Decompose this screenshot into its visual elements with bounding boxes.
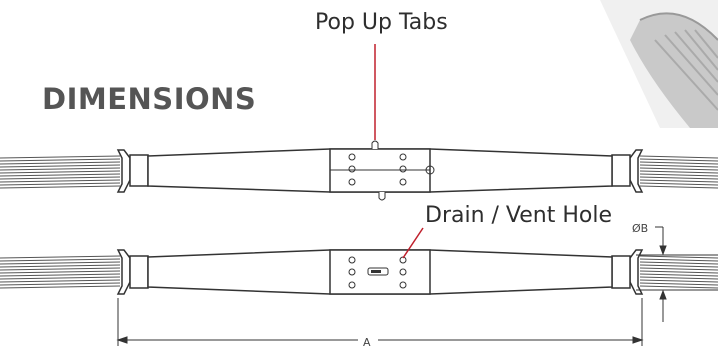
- cable-strands-icon: [639, 155, 718, 189]
- top-splice: [0, 140, 718, 201]
- pop-up-tabs-label: Pop Up Tabs: [315, 10, 448, 35]
- dimension-a-label: A: [363, 336, 371, 349]
- pop-up-tab-icon: [378, 192, 386, 201]
- center-sleeve-icon: [329, 249, 431, 295]
- pop-up-tab-icon: [371, 140, 379, 149]
- center-sleeve-icon: [329, 148, 435, 193]
- end-cap-icon: [116, 149, 149, 193]
- photo-inset-icon: [600, 0, 718, 128]
- cable-strands-icon: [0, 155, 121, 189]
- bottom-splice: [0, 249, 718, 295]
- dimension-a: [116, 298, 644, 346]
- drain-vent-hole-leader: [402, 227, 424, 259]
- dimension-b-label: ØB: [632, 222, 649, 235]
- cable-strands-icon: [639, 255, 718, 289]
- page-title: DIMENSIONS: [42, 82, 257, 116]
- cable-strands-icon: [0, 255, 121, 289]
- drain-vent-hole-label: Drain / Vent Hole: [425, 203, 613, 228]
- dimension-b: [636, 226, 718, 322]
- end-cap-icon: [611, 249, 644, 295]
- end-cap-icon: [611, 149, 644, 193]
- end-cap-icon: [116, 249, 149, 295]
